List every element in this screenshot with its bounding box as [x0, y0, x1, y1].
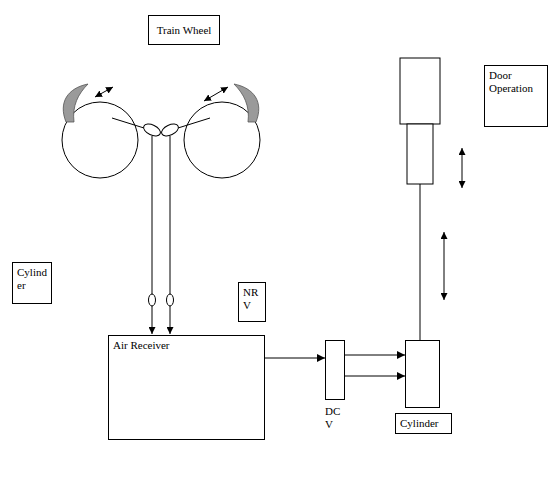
air-flow-arrow	[265, 358, 325, 359]
small-cylinder	[160, 122, 181, 139]
air-receiver-tank: Air Receiver	[108, 335, 265, 440]
door-housing	[400, 58, 440, 124]
label-box: Door Operation	[484, 65, 548, 127]
node-label: NRV	[243, 286, 261, 311]
non-return-valve	[149, 294, 156, 306]
label-box: Train Wheel	[148, 15, 220, 45]
brake-shoe	[63, 84, 88, 122]
linkage-rod	[112, 118, 144, 128]
label-box: Cylinder	[12, 262, 52, 304]
motion-arrow	[462, 148, 463, 188]
door-slider	[407, 124, 433, 184]
piston-rod	[420, 184, 421, 340]
direction-control-valve: DCV	[325, 340, 345, 400]
motion-arrow	[95, 87, 113, 97]
air-flow-arrow	[345, 376, 405, 377]
motion-arrow	[204, 87, 228, 101]
part-label: DCV	[325, 405, 347, 430]
node-label: Train Wheel	[157, 24, 212, 37]
non-return-valve	[167, 294, 174, 306]
node-label: Door Operation	[489, 69, 543, 94]
air-flow-arrow	[345, 355, 405, 356]
pneumatic-cylinder: Cylinder	[405, 340, 440, 408]
part-label: Cylinder	[395, 413, 452, 434]
node-label: Air Receiver	[113, 339, 260, 352]
node-label: Cylinder	[17, 266, 47, 291]
label-box: NRV	[238, 282, 266, 322]
motion-arrow	[444, 232, 445, 300]
linkage-rod	[178, 118, 210, 128]
small-cylinder	[142, 122, 163, 139]
brake-shoe	[234, 84, 259, 122]
